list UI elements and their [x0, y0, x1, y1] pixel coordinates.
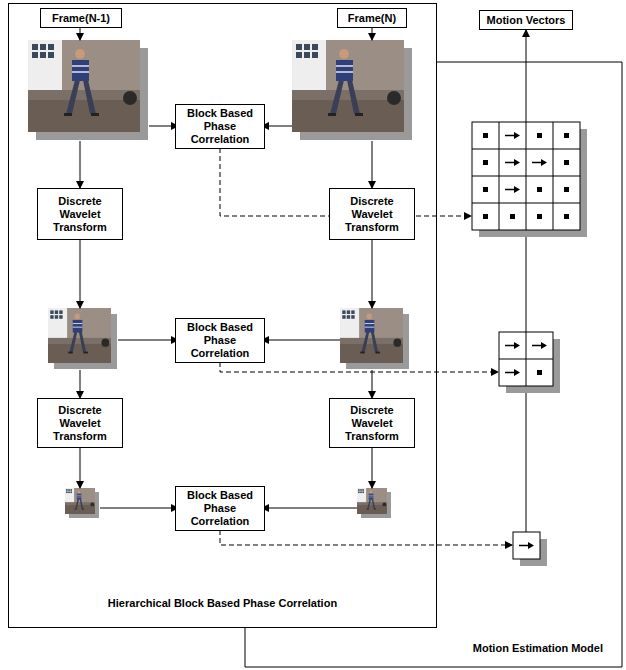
group-panel: Motion Estimation Model	[245, 62, 623, 668]
box-label: Frame(N-1)	[52, 12, 110, 25]
output-box: Motion Vectors	[479, 10, 573, 30]
box-label: Discrete Wavelet Transform	[38, 404, 122, 443]
input-box: Frame(N-1)	[40, 8, 122, 28]
process-box: Block Based Phase Correlation	[175, 104, 265, 149]
process-box: Block Based Phase Correlation	[175, 318, 265, 363]
box-label: Frame(N)	[348, 12, 396, 25]
process-box: Block Based Phase Correlation	[175, 486, 265, 531]
title-row: Motion Estimation Model	[473, 638, 603, 656]
vector-grid	[472, 122, 587, 237]
group-panel: Hierarchical Block Based Phase Correlati…	[8, 3, 437, 628]
box-label: Block Based Phase Correlation	[176, 489, 264, 528]
box-label: Motion Vectors	[487, 14, 566, 27]
process-box: Discrete Wavelet Transform	[37, 188, 123, 240]
panel-title: Hierarchical Block Based Phase Correlati…	[108, 597, 337, 610]
box-label: Block Based Phase Correlation	[176, 107, 264, 146]
title-row: Hierarchical Block Based Phase Correlati…	[9, 593, 436, 611]
input-box: Frame(N)	[337, 8, 407, 28]
panel-title: Motion Estimation Model	[473, 642, 603, 655]
process-box: Discrete Wavelet Transform	[329, 398, 415, 448]
box-label: Discrete Wavelet Transform	[330, 195, 414, 234]
process-box: Discrete Wavelet Transform	[329, 188, 415, 240]
flow-arrows	[80, 28, 526, 532]
process-box: Discrete Wavelet Transform	[37, 398, 123, 448]
box-label: Discrete Wavelet Transform	[38, 195, 122, 234]
model-outline	[245, 62, 622, 667]
vector-grid	[499, 332, 560, 393]
box-label: Discrete Wavelet Transform	[330, 404, 414, 443]
box-label: Block Based Phase Correlation	[176, 321, 264, 360]
vector-grid	[513, 532, 547, 566]
